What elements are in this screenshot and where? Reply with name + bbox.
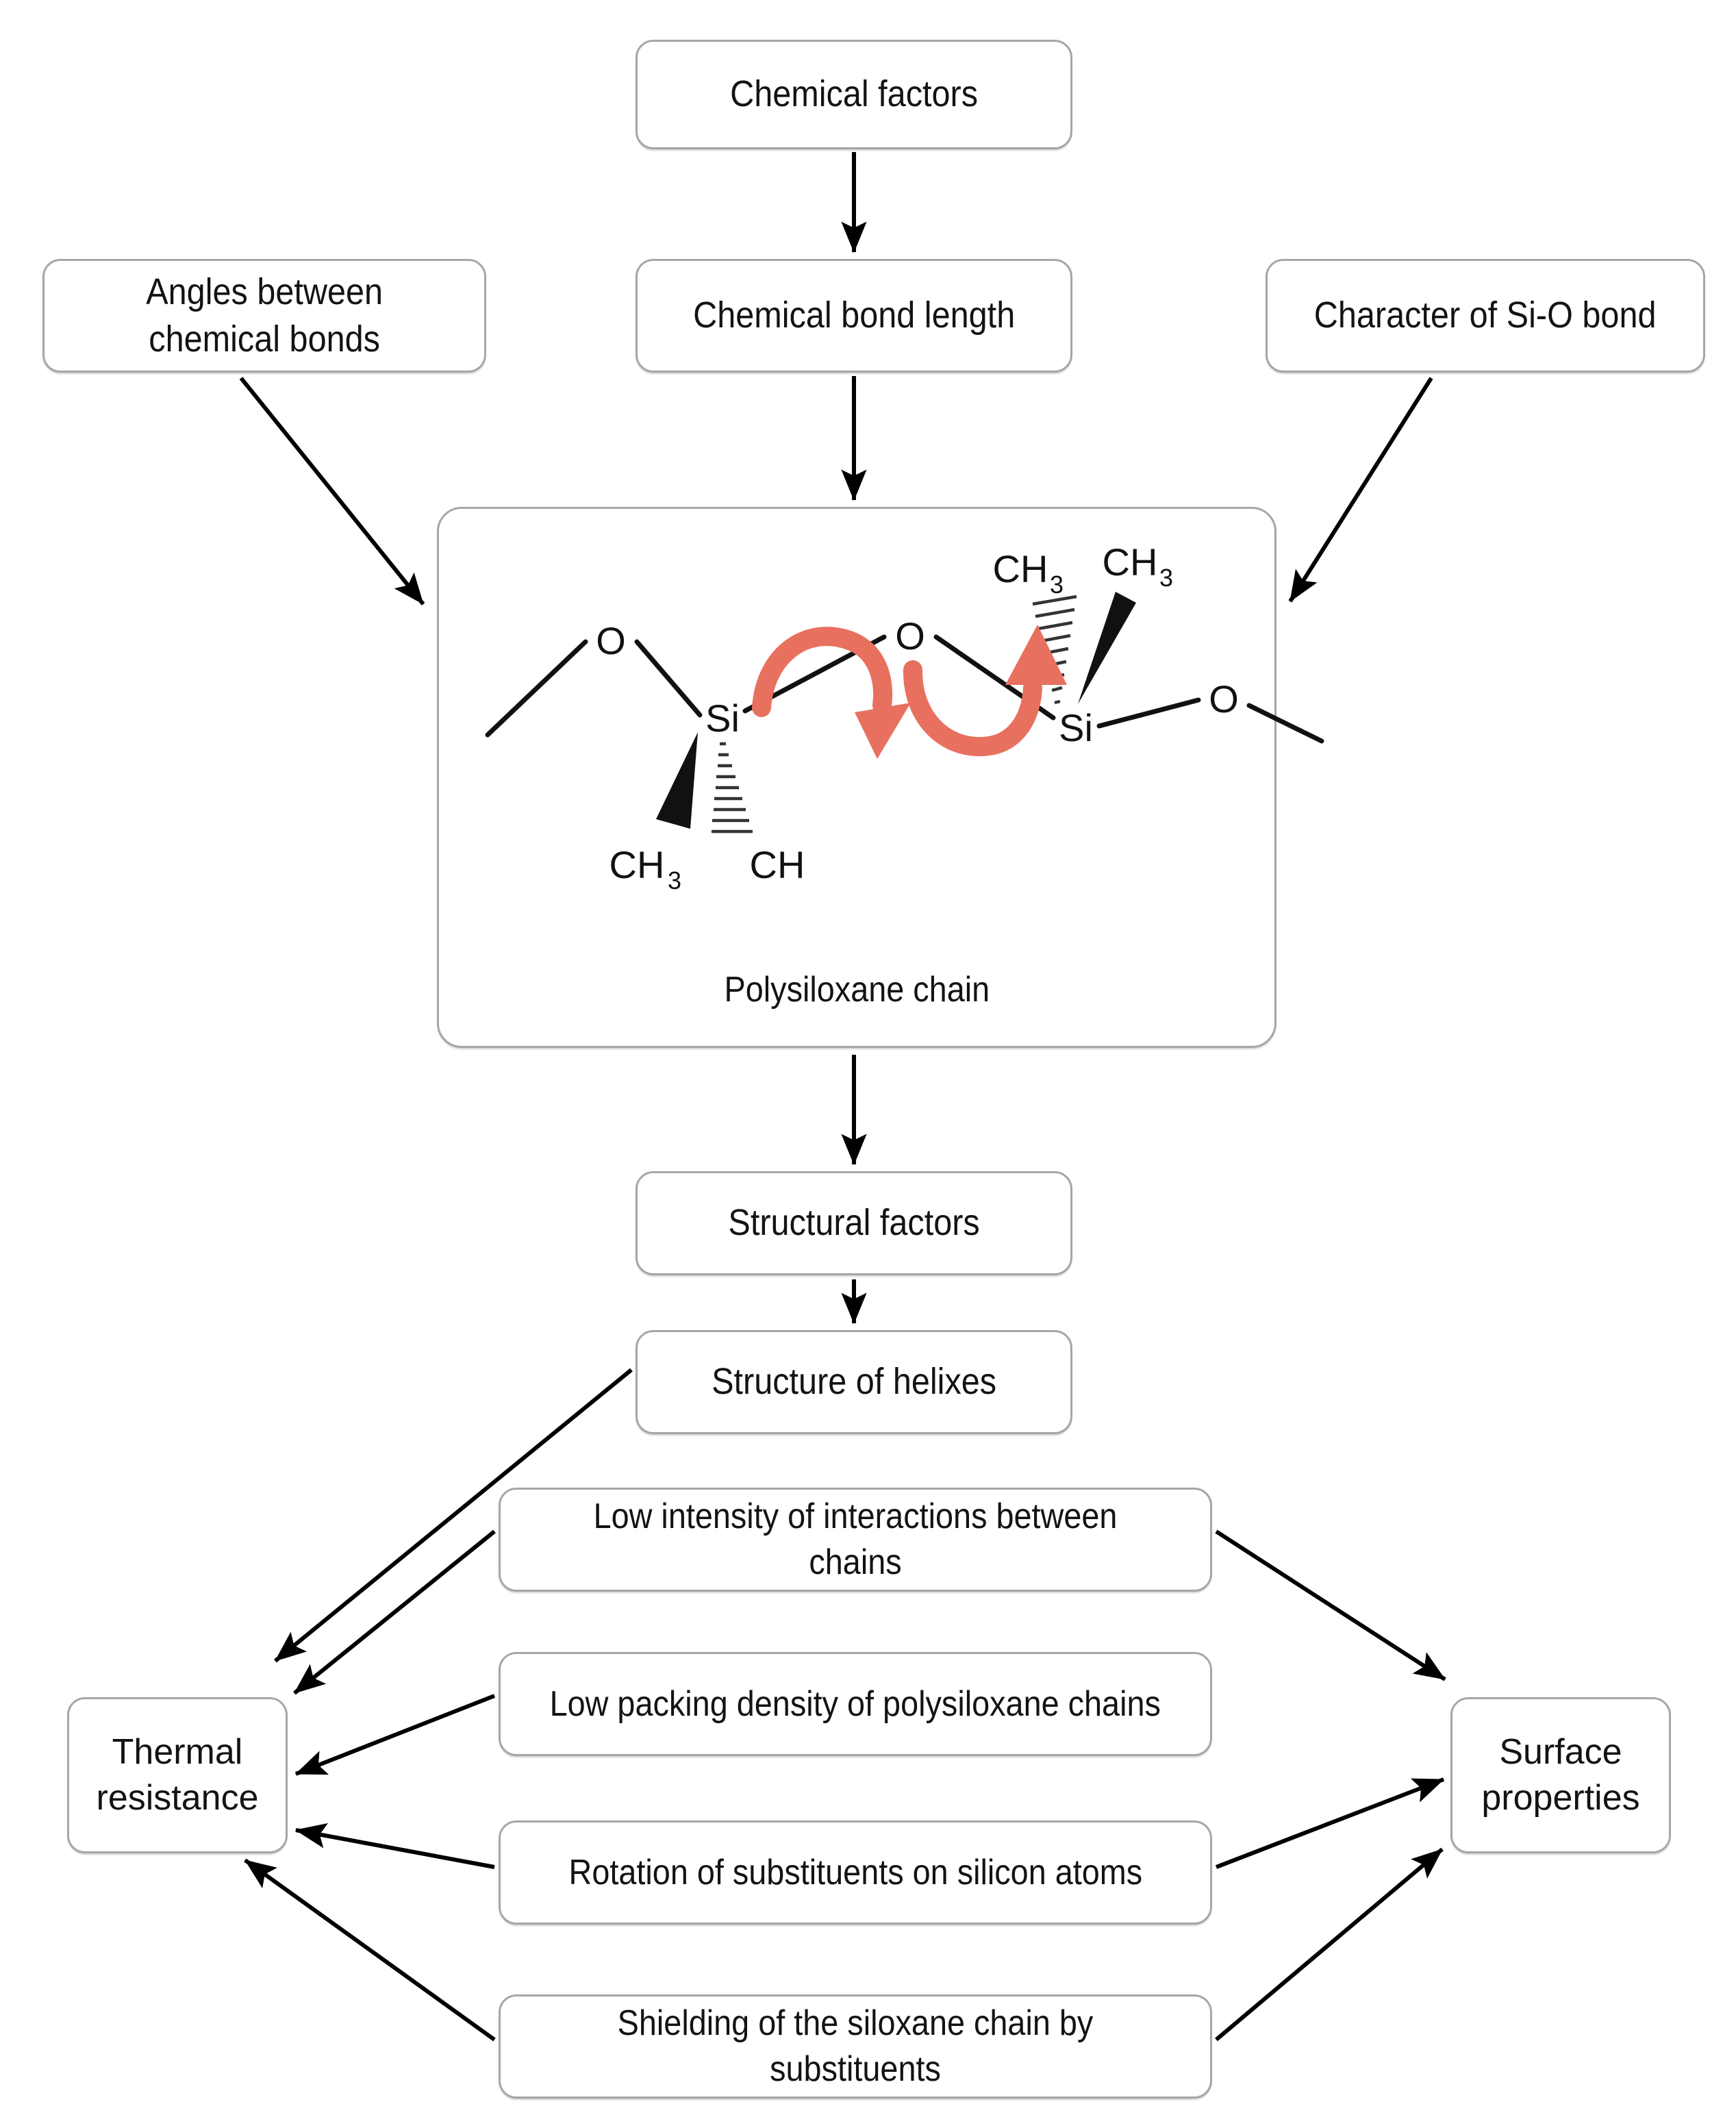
node-polysiloxane-chain-label: Polysiloxane chain (724, 970, 990, 1010)
node-low-packing-density[interactable]: Low packing density of polysiloxane chai… (499, 1652, 1212, 1756)
node-rotation-of-substituents[interactable]: Rotation of substituents on silicon atom… (499, 1820, 1212, 1925)
edge-rotation-to-surface (1215, 1777, 1445, 1869)
node-surface-properties[interactable]: Surface properties (1450, 1697, 1671, 1853)
edge-shielding-to-surface (1215, 1847, 1444, 2042)
edge-character-to-chain (1288, 377, 1433, 603)
edge-lowintensity-to-thermal (293, 1529, 496, 1695)
node-polysiloxane-chain[interactable]: Polysiloxane chain (437, 507, 1276, 1048)
node-structural-factors-label: Structural factors (728, 1202, 980, 1244)
node-chemical-bond-length[interactable]: Chemical bond length (636, 259, 1072, 373)
node-surface-properties-label: Surface properties (1481, 1732, 1640, 1818)
node-character-of-si-o-bond[interactable]: Character of Si-O bond (1266, 259, 1705, 373)
edge-shielding-to-thermal (244, 1858, 496, 2042)
node-character-label: Character of Si-O bond (1314, 295, 1657, 336)
node-angles-between-chemical-bonds[interactable]: Angles between chemical bonds (42, 259, 486, 373)
node-rotation-label: Rotation of substituents on silicon atom… (568, 1852, 1142, 1892)
node-low-intensity-label: Low intensity of interactions between ch… (593, 1497, 1118, 1582)
edge-angles-to-chain (239, 377, 425, 605)
node-chemical-factors[interactable]: Chemical factors (636, 40, 1072, 149)
node-structure-of-helixes-label: Structure of helixes (712, 1361, 996, 1403)
node-angles-label: Angles between chemical bonds (146, 271, 383, 360)
edge-lowintensity-to-surface (1215, 1529, 1446, 1681)
node-thermal-resistance[interactable]: Thermal resistance (67, 1697, 288, 1853)
edge-lowpacking-to-thermal (294, 1694, 496, 1776)
node-structure-of-helixes[interactable]: Structure of helixes (636, 1330, 1072, 1434)
node-shielding-of-siloxane-chain[interactable]: Shielding of the siloxane chain by subst… (499, 1994, 1212, 2099)
node-structural-factors[interactable]: Structural factors (636, 1171, 1072, 1275)
node-low-packing-density-label: Low packing density of polysiloxane chai… (549, 1683, 1161, 1724)
node-shielding-label: Shielding of the siloxane chain by subst… (617, 2003, 1094, 2089)
node-chemical-factors-label: Chemical factors (730, 73, 978, 115)
node-low-intensity-of-interactions[interactable]: Low intensity of interactions between ch… (499, 1488, 1212, 1592)
node-thermal-resistance-label: Thermal resistance (96, 1732, 259, 1818)
node-chemical-bond-length-label: Chemical bond length (692, 295, 1016, 336)
edge-rotation-to-thermal (294, 1823, 495, 1869)
